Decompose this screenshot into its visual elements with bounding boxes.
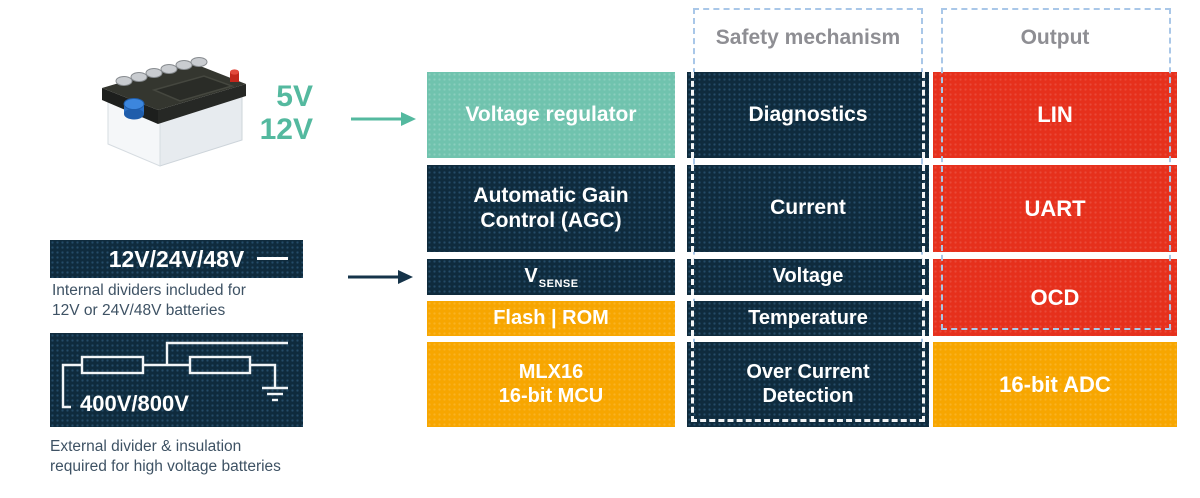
caption-line1: External divider & insulation [50,438,242,455]
output-column-header: Output [1020,26,1090,49]
block-uart: UART [933,165,1177,252]
block-label: Current [770,196,846,220]
caption-line1: Internal dividers included for [52,282,246,299]
block-agc: Automatic Gain Control (AGC) [427,165,675,252]
high-voltage-input-box: 400V/800V [50,333,303,427]
block-label: Diagnostics [748,102,868,126]
high-voltage-label: 400V/800V [80,391,189,416]
high-voltage-caption: External divider & insulation required f… [50,437,281,477]
block-label-line2: Control (AGC) [480,208,622,232]
safety-column-header: Safety mechanism [715,26,901,49]
block-label: UART [1024,195,1086,221]
label-5v: 5V [276,80,313,113]
vsense-main: V [524,265,538,288]
caption-line2: 12V or 24V/48V batteries [52,302,226,319]
block-label: Voltage regulator [465,102,637,126]
block-current: Current [687,165,929,252]
vsense-subscript: SENSE [538,278,579,291]
car-battery-icon [92,48,257,168]
block-label-line1: Automatic Gain [473,183,629,207]
minus-dash-icon [257,257,288,260]
block-mlx16-mcu: MLX16 16-bit MCU [427,342,675,427]
divider-circuit-icon [61,341,288,409]
block-label: Flash | ROM [493,306,609,329]
low-voltage-label: 12V/24V/48V [108,245,245,272]
arrow-right-icon-teal [349,110,417,133]
block-label-line1: Over Current [746,360,870,383]
label-12v: 12V [259,113,313,146]
block-lin: LIN [933,72,1177,158]
arrow-right-icon-navy [346,268,414,291]
block-vsense: VSENSE [427,259,675,295]
block-label: Temperature [748,306,868,329]
caption-line2: required for high voltage batteries [50,458,281,475]
block-label: 16-bit ADC [999,371,1111,397]
block-label: LIN [1037,102,1073,128]
block-flash-rom: Flash | ROM [427,301,675,336]
block-label: Voltage [772,265,844,288]
block-voltage: Voltage [687,259,929,295]
supply-voltage-labels: 5V 12V [248,80,313,146]
block-diagnostics: Diagnostics [687,72,929,158]
low-voltage-caption: Internal dividers included for 12V or 24… [52,281,246,321]
block-voltage-regulator: Voltage regulator [427,72,675,158]
block-label-line2: 16-bit MCU [498,384,604,407]
block-label-line1: MLX16 [518,360,584,383]
block-16bit-adc: 16-bit ADC [933,342,1177,427]
low-voltage-input-box: 12V/24V/48V [50,240,303,278]
block-ocd: OCD [933,259,1177,336]
block-over-current-detection: Over Current Detection [687,342,929,427]
block-temperature: Temperature [687,301,929,336]
block-label-line2: Detection [762,384,854,407]
block-label: OCD [1030,284,1080,310]
